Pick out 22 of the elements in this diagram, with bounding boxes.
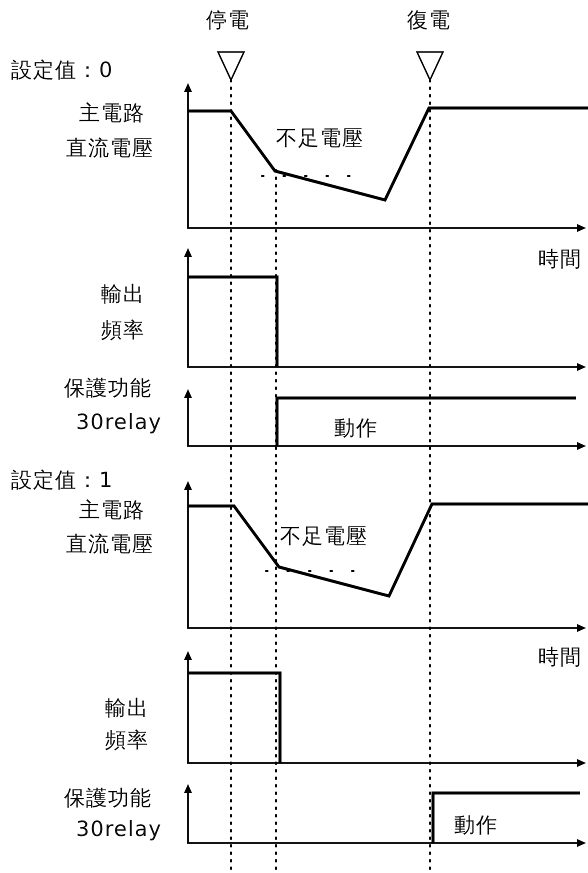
signal-label: 主電路 — [79, 497, 145, 523]
annotation: 不足電壓 — [280, 523, 368, 549]
signal-label: 保護功能 — [64, 785, 152, 811]
signal-label: 直流電壓 — [66, 531, 154, 557]
signal-label: 輸出 — [105, 695, 149, 721]
annotation: 不足電壓 — [276, 125, 364, 151]
signal-label: 保護功能 — [64, 375, 152, 401]
event-label: 復電 — [407, 7, 451, 33]
signal-label: 頻率 — [105, 727, 149, 753]
axis-label: 時間 — [538, 644, 582, 670]
signal-label: 主電路 — [79, 100, 145, 126]
signal-label: 直流電壓 — [66, 135, 154, 161]
setting-label: 設定值：1 — [11, 467, 114, 493]
signal-label: 30relay — [76, 409, 162, 435]
state-label: 動作 — [334, 415, 378, 441]
setting-label: 設定值：0 — [11, 57, 114, 83]
signal-label: 輸出 — [101, 281, 145, 307]
event-label: 停電 — [206, 7, 250, 33]
axis-label: 時間 — [538, 246, 582, 272]
signal-label: 30relay — [76, 816, 162, 842]
signal-label: 頻率 — [101, 317, 145, 343]
state-label: 動作 — [454, 812, 498, 838]
